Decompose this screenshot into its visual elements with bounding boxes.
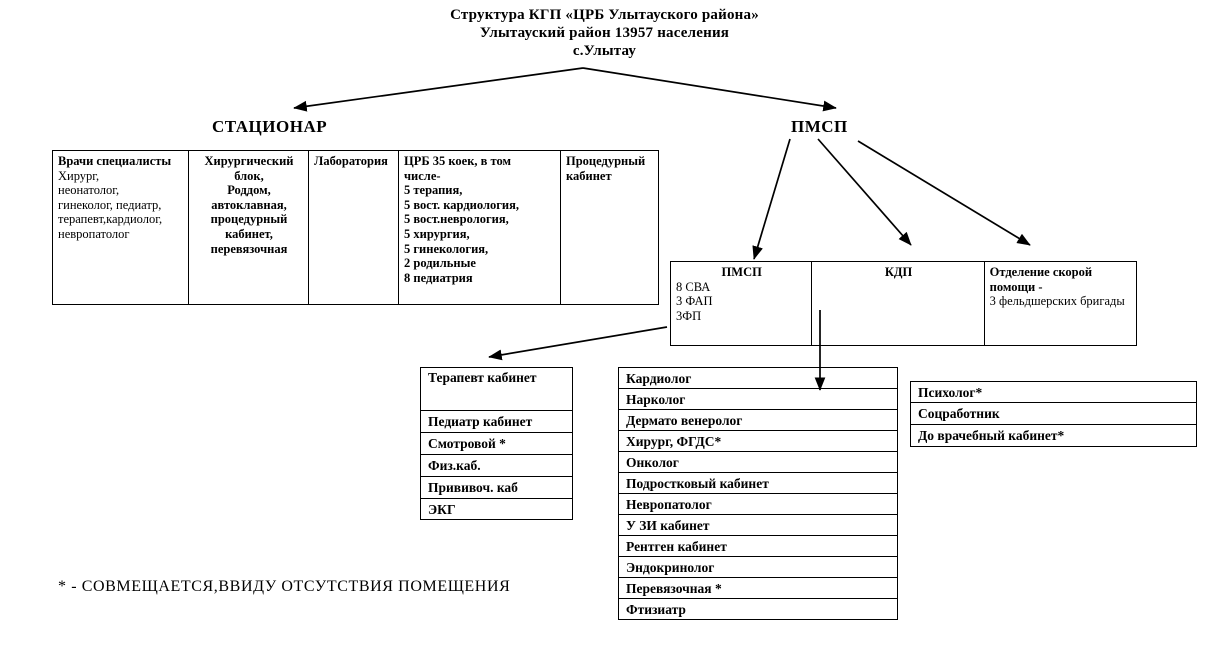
list-item[interactable]: Невропатолог xyxy=(619,494,897,515)
pmsp-row-table: ПМСП 8 СВА 3 ФАП 3ФП КДП Отделение скоро… xyxy=(670,261,1137,346)
cell-surgical-line-2: блок, xyxy=(234,168,264,183)
list-item[interactable]: Смотровой * xyxy=(421,433,572,455)
list-item[interactable]: Онколог xyxy=(619,452,897,473)
cell-laboratory: Лаборатория xyxy=(309,151,399,304)
arrow-pmsp-to-emergency-cell xyxy=(857,140,1031,246)
cell-surgical-line-7: перевязочная xyxy=(210,241,288,256)
branch-label-pmsp: ПМСП xyxy=(791,117,848,136)
list-item[interactable]: Нарколог xyxy=(619,389,897,410)
list-item[interactable]: Прививоч. каб xyxy=(421,477,572,499)
title-line-3: с.Улытау xyxy=(572,43,637,59)
cell-surgical-line-1: Хирургический xyxy=(204,154,294,168)
cell-crb-line-5: 5 вост.неврология, xyxy=(404,212,509,227)
arrow-root-to-pmsp xyxy=(582,67,837,112)
cell-kdp-heading: КДП xyxy=(884,265,913,279)
list-item[interactable]: Подростковый кабинет xyxy=(619,473,897,494)
cell-doctors-heading: Врачи специалисты xyxy=(58,154,172,168)
specialists-list: Кардиолог Нарколог Дермато венеролог Хир… xyxy=(618,367,898,620)
cell-doctors-line-5: невропатолог xyxy=(58,226,130,241)
cell-doctors-line-4: терапевт,кардиолог, xyxy=(58,212,163,227)
branch-label-stacionar: СТАЦИОНАР xyxy=(212,117,328,136)
cell-crb-line-6: 5 хирургия, xyxy=(404,226,470,241)
list-item[interactable]: До врачебный кабинет* xyxy=(911,425,1196,447)
cell-crb-line-1: ЦРБ 35 коек, в том xyxy=(404,154,512,168)
cell-doctors-specialists: Врачи специалисты Хирург, неонатолог, ги… xyxy=(53,151,189,304)
cell-pmsp-heading: ПМСП xyxy=(721,265,762,279)
title-line-2: Улытауский район 13957 населения xyxy=(479,25,730,41)
cell-emergency-body: 3 фельдшерских бригады xyxy=(989,294,1125,309)
list-item[interactable]: У ЗИ кабинет xyxy=(619,515,897,536)
cell-procedure-room-label: Процедурный кабинет xyxy=(566,154,646,183)
cell-crb-beds: ЦРБ 35 коек, в том числе- 5 терапия, 5 в… xyxy=(399,151,561,304)
cell-pmsp-line-3: 3ФП xyxy=(676,308,702,323)
chart-title: Структура КГП «ЦРБ Улытауского района» У… xyxy=(0,6,1209,60)
cell-doctors-line-1: Хирург, xyxy=(58,168,100,183)
list-item[interactable]: Хирург, ФГДС* xyxy=(619,431,897,452)
cell-pmsp-line-1: 8 СВА xyxy=(676,279,711,294)
list-item[interactable]: Физ.каб. xyxy=(421,455,572,477)
cell-surgical-line-3: Роддом, xyxy=(227,183,271,198)
arrow-pmsp-to-kdp-cell xyxy=(817,138,912,246)
list-item[interactable]: Кардиолог xyxy=(619,368,897,389)
list-item[interactable]: Терапевт кабинет xyxy=(421,368,572,411)
list-item[interactable]: Соцработник xyxy=(911,403,1196,425)
stationar-table: Врачи специалисты Хирург, неонатолог, ги… xyxy=(52,150,659,305)
cell-procedure-room: Процедурный кабинет xyxy=(561,151,658,304)
cell-doctors-line-2: неонатолог, xyxy=(58,183,120,198)
list-item[interactable]: Рентген кабинет xyxy=(619,536,897,557)
footnote-text: * - СОВМЕЩАЕТСЯ,ВВИДУ ОТСУТСТВИЯ ПОМЕЩЕН… xyxy=(58,578,511,595)
cell-pmsp-line-2: 3 ФАП xyxy=(676,294,713,309)
title-line-1: Структура КГП «ЦРБ Улытауского района» xyxy=(450,7,759,23)
list-item[interactable]: Психолог* xyxy=(911,382,1196,403)
cell-laboratory-label: Лаборатория xyxy=(314,154,388,168)
cell-crb-line-8: 2 родильные xyxy=(404,256,476,271)
cell-crb-line-3: 5 терапия, xyxy=(404,183,463,198)
cell-emergency-heading: Отделение скорой помощи - xyxy=(989,265,1093,294)
cell-pmsp: ПМСП 8 СВА 3 ФАП 3ФП xyxy=(671,262,813,345)
cell-doctors-line-3: гинеколог, педиатр, xyxy=(58,197,162,212)
arrow-crb-to-therapist-list xyxy=(488,326,668,361)
cell-crb-line-2: числе- xyxy=(404,168,441,183)
list-item[interactable]: Педиатр кабинет xyxy=(421,411,572,433)
cell-emergency-department: Отделение скорой помощи - 3 фельдшерских… xyxy=(985,262,1136,345)
cell-surgical-block: Хирургический блок, Роддом, автоклавная,… xyxy=(189,151,309,304)
arrow-root-to-stacionar xyxy=(293,67,584,112)
list-item[interactable]: Перевязочная * xyxy=(619,578,897,599)
cell-crb-line-7: 5 гинекология, xyxy=(404,241,489,256)
cell-surgical-line-4: автоклавная, xyxy=(211,197,287,212)
cell-kdp: КДП xyxy=(812,262,985,345)
cell-crb-line-4: 5 вост. кардиология, xyxy=(404,197,519,212)
list-item[interactable]: Дермато венеролог xyxy=(619,410,897,431)
list-item[interactable]: ЭКГ xyxy=(421,499,572,520)
cell-crb-line-9: 8 педиатрия xyxy=(404,270,473,285)
cell-surgical-line-6: кабинет, xyxy=(225,226,273,241)
list-item[interactable]: Фтизиатр xyxy=(619,599,897,620)
therapist-cabinet-list: Терапевт кабинет Педиатр кабинет Смотров… xyxy=(420,367,573,520)
cell-surgical-line-5: процедурный xyxy=(210,212,288,227)
support-staff-list: Психолог* Соцработник До врачебный кабин… xyxy=(910,381,1197,447)
list-item[interactable]: Эндокринолог xyxy=(619,557,897,578)
arrow-pmsp-to-pmsp-cell xyxy=(752,138,791,260)
